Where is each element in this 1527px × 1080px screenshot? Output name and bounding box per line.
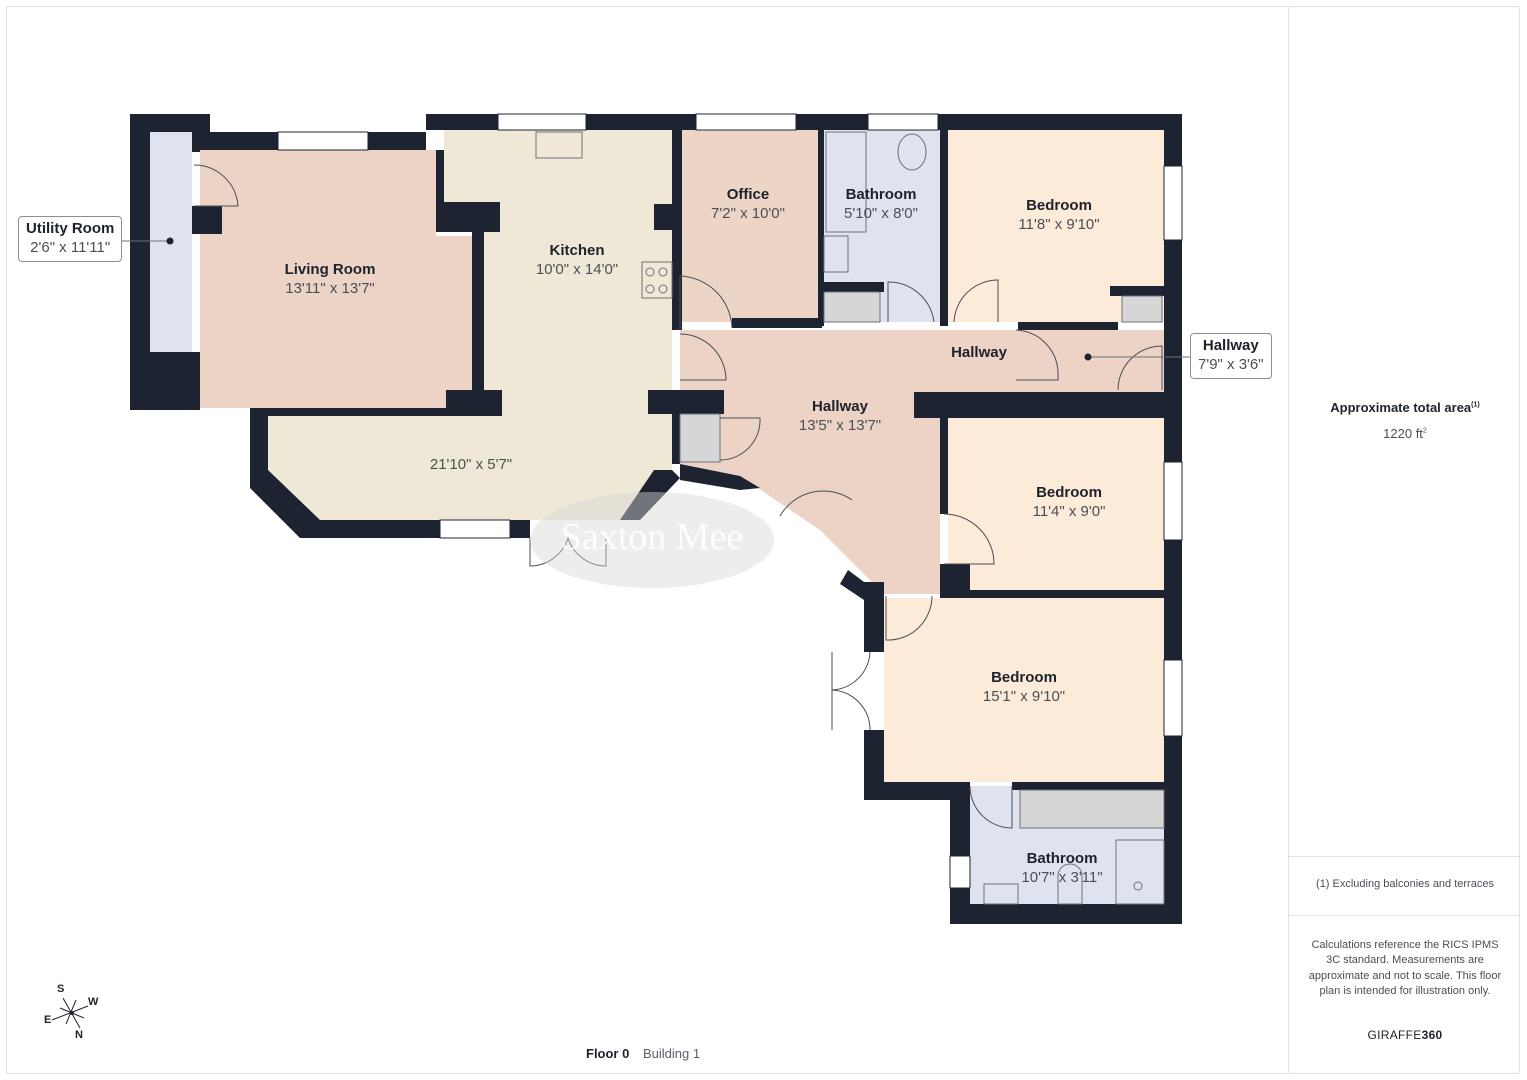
floor-caption: Floor 0 Building 1 <box>586 1046 700 1061</box>
utility-room-area <box>150 132 192 352</box>
room-name: Bedroom <box>1036 484 1102 501</box>
room-label-kitchen: Kitchen 10'0" x 14'0" <box>536 242 618 280</box>
compass-west: W <box>88 996 99 1008</box>
watermark-text: Saxton Mee <box>560 516 744 558</box>
room-label-hallway-main: Hallway 13'5" x 13'7" <box>799 398 881 436</box>
floor-label: Floor 0 <box>586 1046 630 1061</box>
fixtures <box>535 131 1165 905</box>
footnote: (1) Excluding balconies and terraces <box>1316 878 1494 890</box>
room-name: Hallway <box>1202 337 1259 354</box>
total-area-title-text: Approximate total area <box>1330 400 1472 415</box>
total-area-value: 1220 ft2 <box>1290 426 1520 441</box>
building-label: Building 1 <box>642 1046 701 1061</box>
doors <box>193 164 1163 829</box>
room-label-bathroom: Bathroom 10'7" x 3'11" <box>1021 850 1102 888</box>
disclaimer: Calculations reference the RICS IPMS 3C … <box>1308 939 1502 998</box>
footnote-marker: (1) <box>1471 401 1480 409</box>
living-room-area <box>200 150 472 408</box>
room-dimensions: 10'0" x 14'0" <box>535 260 619 278</box>
bedroom-area <box>948 418 1164 592</box>
compass-north: N <box>75 1029 83 1041</box>
room-name: Bathroom <box>845 186 917 203</box>
callout-utility-room: Utility Room 2'6" x 11'11" <box>18 216 123 262</box>
compass-south: S <box>57 983 65 995</box>
total-area-title: Approximate total area(1) <box>1290 400 1520 415</box>
room-name: Kitchen <box>549 242 605 259</box>
room-name: Hallway <box>951 344 1007 361</box>
room-label-bedroom: Bedroom 15'1" x 9'10" <box>983 669 1065 707</box>
sidebar-divider <box>1288 6 1289 1074</box>
room-name: Bedroom <box>991 669 1057 686</box>
walls <box>130 114 1182 924</box>
area-value-text: 1220 ft <box>1383 426 1423 441</box>
room-dimensions: 13'5" x 13'7" <box>798 416 882 434</box>
hallway-area <box>680 330 1164 594</box>
room-label-living-room: Living Room 13'11" x 13'7" <box>285 261 376 299</box>
kitchen-area <box>268 130 672 520</box>
room-name: Living Room <box>284 261 376 278</box>
watermark-logo <box>530 492 774 588</box>
room-dimensions: 13'11" x 13'7" <box>285 279 375 297</box>
bedroom-area <box>948 130 1164 322</box>
compass-icon <box>51 997 89 1029</box>
room-label-hallway: Hallway <box>951 344 1007 363</box>
floor-plan <box>130 113 1183 924</box>
room-dimensions: 7'2" x 10'0" <box>711 204 785 222</box>
bathroom-area <box>824 130 940 322</box>
room-name: Utility Room <box>26 220 115 237</box>
room-name: Office <box>726 186 770 203</box>
brand-number: 360 <box>1421 1028 1443 1042</box>
brand-logo: GIRAFFE360 <box>1290 1028 1520 1042</box>
office-area <box>682 130 818 322</box>
compass-rose: S W E N <box>40 980 110 1050</box>
room-label-bedroom: Bedroom 11'4" x 9'0" <box>1033 484 1106 522</box>
room-label-kitchen-extension: 21'10" x 5'7" <box>430 456 512 475</box>
room-label-bathroom: Bathroom 5'10" x 8'0" <box>844 186 918 224</box>
callout-hallway-entry: Hallway 7'9" x 3'6" <box>1190 333 1272 379</box>
room-dimensions: 11'4" x 9'0" <box>1032 502 1106 520</box>
room-dimensions: 15'1" x 9'10" <box>982 687 1066 705</box>
room-dimensions: 10'7" x 3'11" <box>1021 868 1103 886</box>
brand-text: GIRAFFE <box>1367 1028 1422 1042</box>
room-dimensions: 7'9" x 3'6" <box>1198 355 1264 373</box>
room-dimensions: 21'10" x 5'7" <box>429 456 513 473</box>
room-dimensions: 2'6" x 11'11" <box>30 238 111 256</box>
compass-east: E <box>44 1014 52 1026</box>
room-label-office: Office 7'2" x 10'0" <box>711 186 785 224</box>
room-name: Hallway <box>812 398 868 415</box>
room-name: Bedroom <box>1026 197 1092 214</box>
room-name: Bathroom <box>1026 850 1098 867</box>
sidebar-separator <box>1288 915 1520 916</box>
windows <box>277 113 1183 889</box>
page-frame <box>6 6 1520 1074</box>
room-dimensions: 11'8" x 9'10" <box>1018 215 1100 233</box>
room-label-bedroom: Bedroom 11'8" x 9'10" <box>1018 197 1099 235</box>
room-dimensions: 5'10" x 8'0" <box>844 204 918 222</box>
area-unit-exponent: 2 <box>1422 427 1427 435</box>
sidebar-separator <box>1288 856 1520 857</box>
bedroom-area <box>884 598 1164 782</box>
